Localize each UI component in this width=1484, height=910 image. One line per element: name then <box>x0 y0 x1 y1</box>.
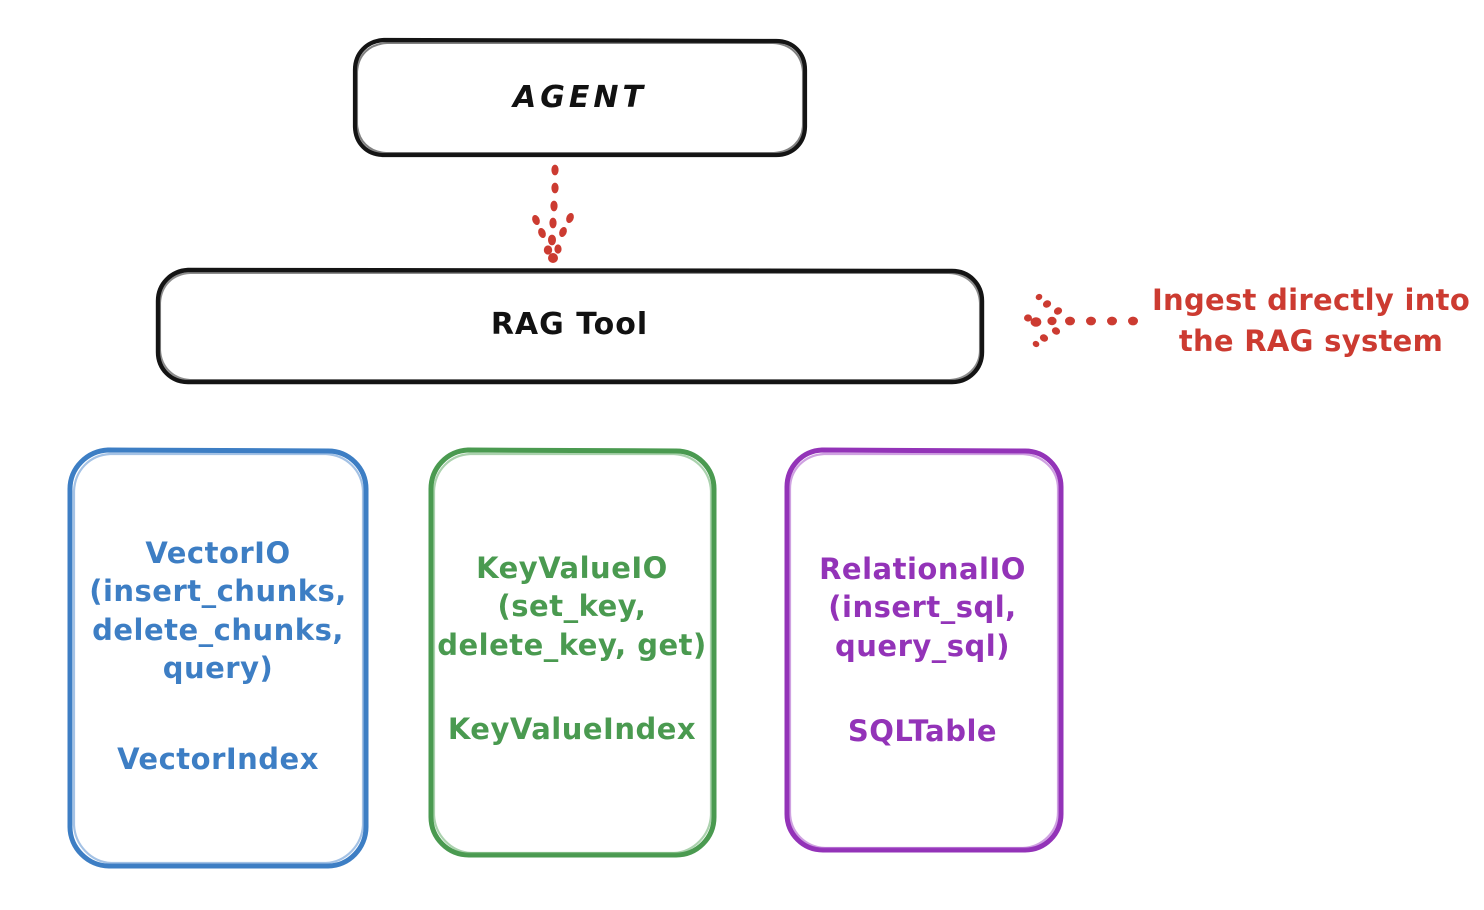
key-value-index-label: KeyValueIndex <box>447 712 697 746</box>
vector-io-api-label: VectorIO (insert_chunks, delete_chunks, … <box>89 536 347 685</box>
ingest-arrow-icon <box>1024 293 1138 348</box>
key-value-io-api-label: KeyValueIO (set_key, delete_key, get) <box>437 551 707 662</box>
ingest-annotation-label: Ingest directly into the RAG system <box>1151 283 1471 359</box>
relational-io-api-label: RelationalIO (insert_sql, query_sql) <box>819 552 1026 663</box>
agent-label: AGENT <box>513 80 647 115</box>
agent-to-rag-tool-arrow <box>532 164 574 263</box>
sql-table-label: SQLTable <box>847 714 998 748</box>
rag-tool-label: RAG Tool <box>490 307 649 342</box>
vector-index-label: VectorIndex <box>117 742 319 776</box>
